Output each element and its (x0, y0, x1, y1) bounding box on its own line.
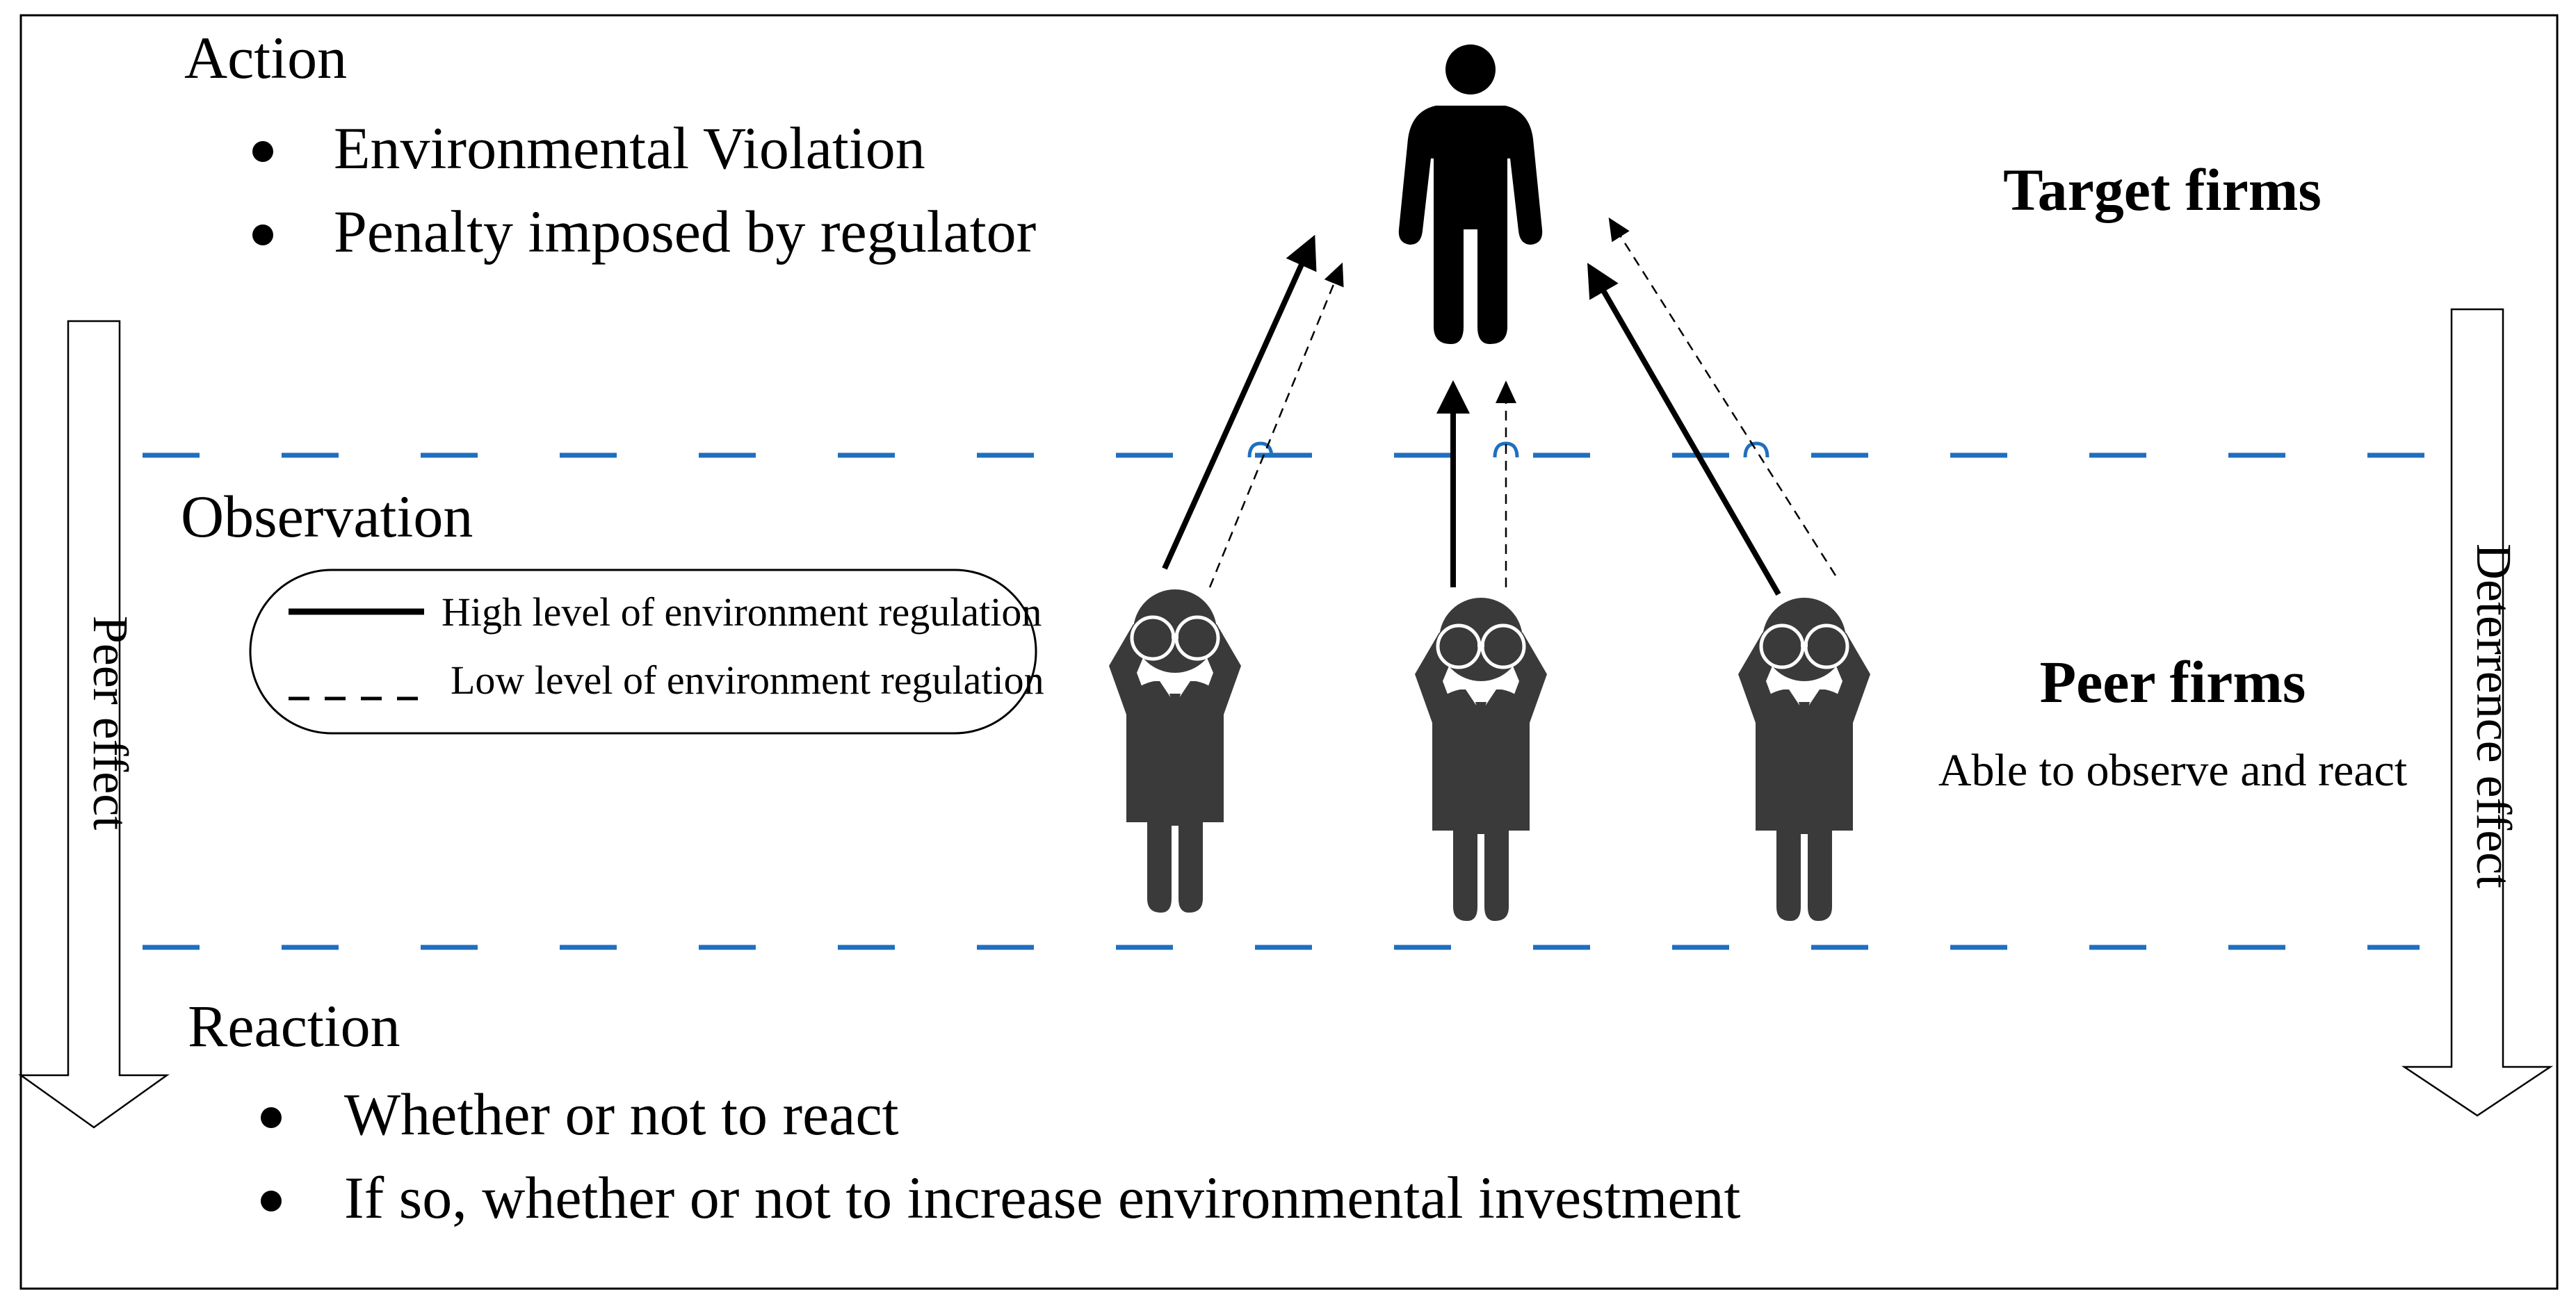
line-hop-left (1247, 441, 1274, 458)
low-regulation-arrow-left (1208, 262, 1344, 588)
line-hop-right (1743, 441, 1769, 458)
action-bullet-2: Penalty imposed by regulator (334, 198, 1036, 265)
high-regulation-arrow-right (1587, 263, 1781, 596)
target-firm-figure (1398, 44, 1543, 344)
legend-low-label: Low level of environment regulation (451, 658, 1044, 703)
action-heading: Action (184, 24, 347, 91)
high-regulation-arrow-left (1162, 234, 1317, 570)
deterrence-effect-label: Deterrence effect (2466, 544, 2522, 888)
bullet-icon (252, 141, 273, 162)
bullet-icon (261, 1107, 282, 1128)
peer-firm-figure-2 (1415, 598, 1547, 921)
observation-heading: Observation (181, 483, 473, 550)
peer-firm-figure-1 (1109, 589, 1241, 913)
line-hop-center (1493, 441, 1519, 458)
reaction-bullet-1: Whether or not to react (344, 1081, 899, 1148)
bullet-icon (261, 1191, 282, 1211)
reaction-heading: Reaction (188, 993, 400, 1059)
legend-high-label: High level of environment regulation (442, 589, 1042, 635)
low-regulation-arrow-right (1608, 217, 1837, 576)
legend-box (249, 569, 1037, 735)
target-firms-label: Target firms (2003, 156, 2322, 223)
peer-effect-arrow (18, 320, 170, 1129)
reaction-bullet-2: If so, whether or not to increase enviro… (344, 1164, 1741, 1231)
peer-firms-sublabel: Able to observe and react (1938, 745, 2407, 796)
peer-effect-label: Peer effect (83, 616, 138, 830)
action-bullet-1: Environmental Violation (334, 115, 925, 181)
peer-firms-label: Peer firms (2040, 648, 2306, 715)
bullet-icon (252, 225, 273, 245)
deterrence-effect-arrow (2401, 308, 2554, 1117)
peer-firm-figure-3 (1738, 598, 1870, 921)
outer-frame (19, 14, 2559, 1290)
